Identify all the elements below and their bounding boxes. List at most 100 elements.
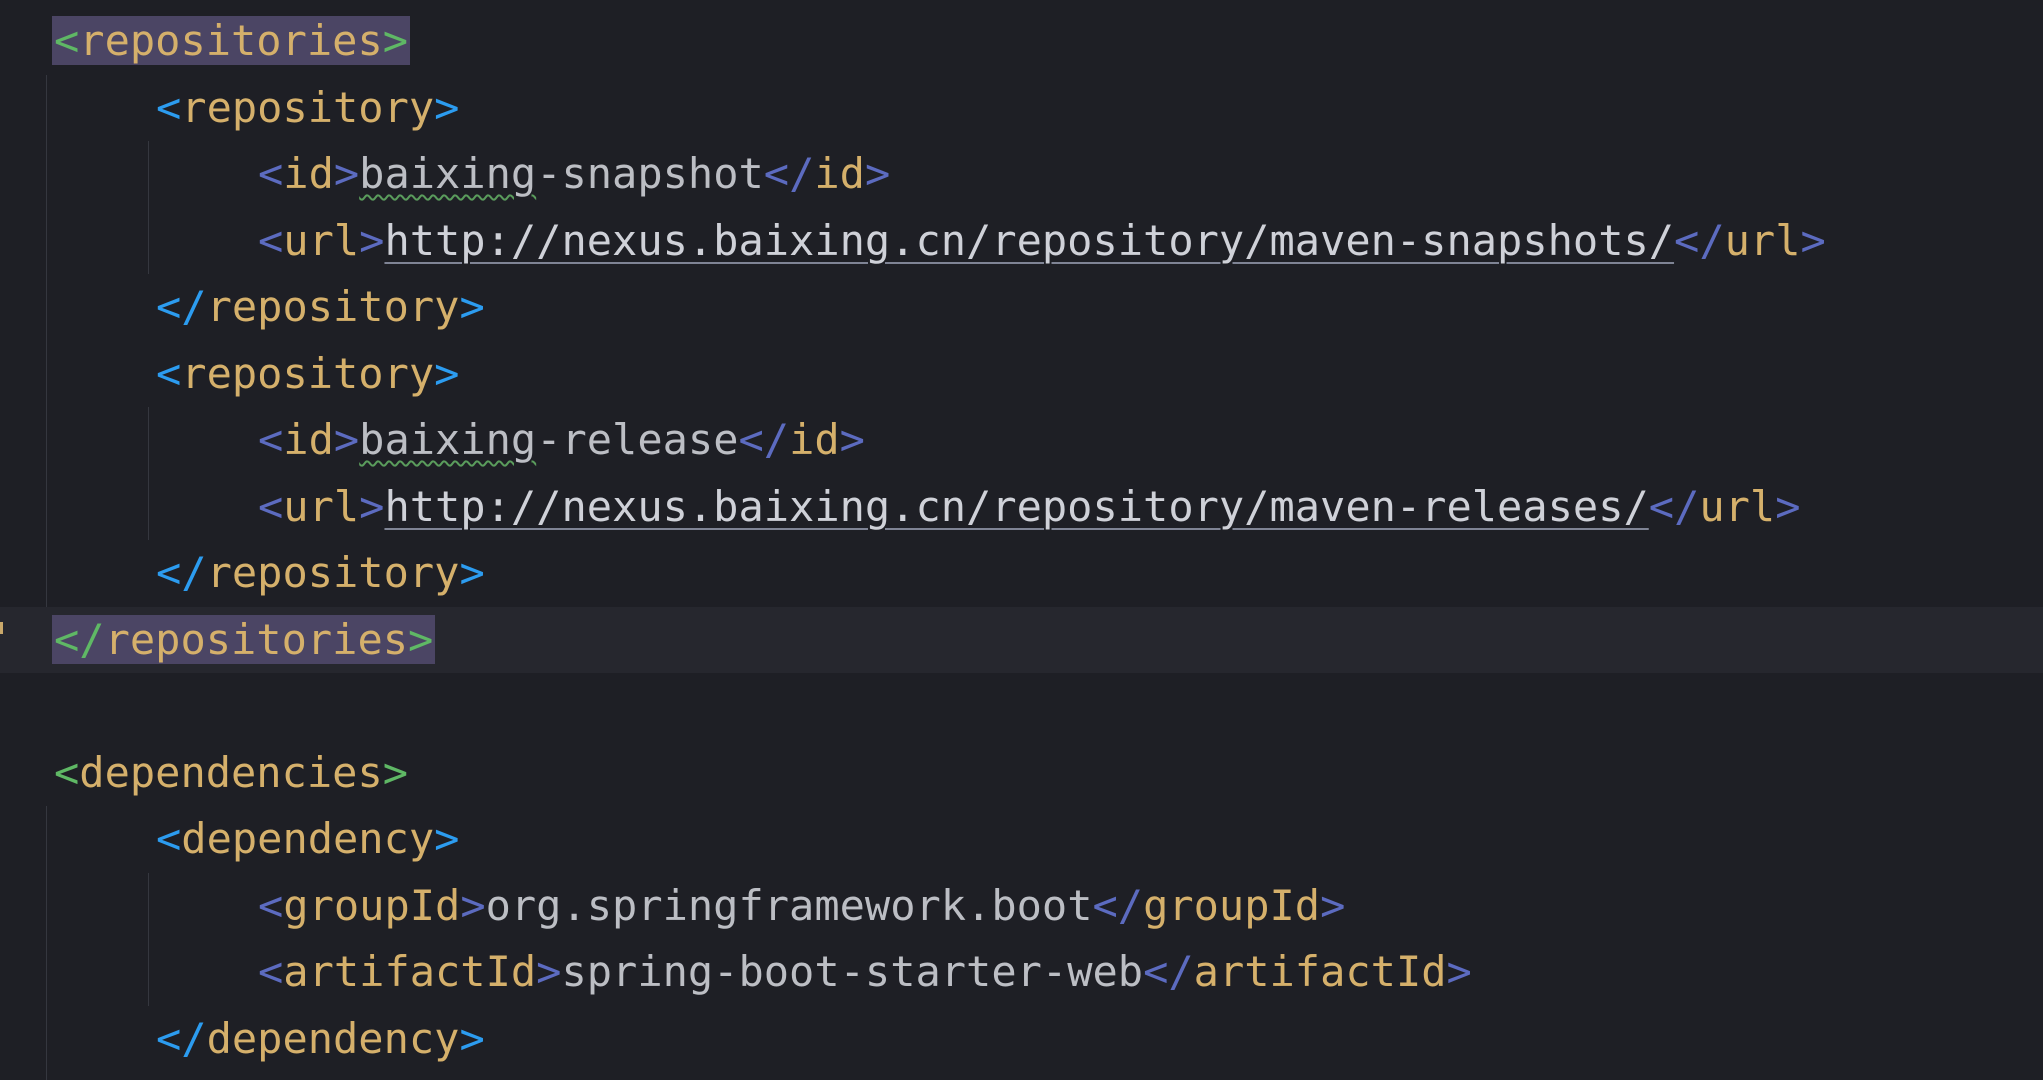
code-line[interactable]: </repository> xyxy=(0,274,2043,341)
tag-slash: / xyxy=(79,614,105,664)
code-line[interactable]: <artifactId>spring-boot-starter-web</art… xyxy=(0,939,2043,1006)
tag-bracket-open: < xyxy=(258,481,284,531)
tag-name: groupId xyxy=(283,880,461,930)
code-line[interactable]: <groupId>org.springframework.boot</group… xyxy=(0,873,2043,940)
code-line[interactable] xyxy=(0,673,2043,740)
tag-bracket-close: > xyxy=(459,548,485,597)
closing-tag: </url> xyxy=(1674,216,1826,265)
tag-bracket-close: > xyxy=(434,348,460,398)
code-line[interactable]: <url>http://nexus.baixing.cn/repository/… xyxy=(0,208,2043,275)
code-line[interactable]: <dependencies> xyxy=(0,740,2043,807)
code-line-content: <url>http://nexus.baixing.cn/repository/… xyxy=(258,208,1826,275)
tag-slash: / xyxy=(1674,481,1700,531)
code-line-content: <id>baixing-release</id> xyxy=(258,407,865,474)
code-line-content: </dependency> xyxy=(156,1006,485,1073)
tag-bracket-open: < xyxy=(738,415,764,464)
tag-bracket-close: > xyxy=(382,16,409,65)
code-line[interactable]: </repositories> xyxy=(0,606,2043,673)
code-line-content: <dependency> xyxy=(156,806,459,873)
code-line[interactable]: </repository> xyxy=(0,540,2043,607)
tag-bracket-open: < xyxy=(156,82,182,132)
tag-name: id xyxy=(789,415,840,464)
code-line-content: </repository> xyxy=(156,540,485,607)
code-line-content: <groupId>org.springframework.boot</group… xyxy=(258,873,1345,940)
tag-name: dependency xyxy=(206,1013,460,1063)
gutter-change-marker xyxy=(0,622,3,634)
tag-slash: / xyxy=(1168,947,1194,996)
tag-bracket-close: > xyxy=(434,814,460,863)
opening-tag: <url> xyxy=(258,482,384,531)
tag-bracket-close: > xyxy=(536,947,562,996)
indent-guide xyxy=(148,141,149,274)
tag-bracket-close: > xyxy=(1446,947,1472,996)
tag-slash: / xyxy=(181,282,207,331)
code-line[interactable]: <dependency> xyxy=(0,806,2043,873)
tag-name: url xyxy=(283,215,360,265)
closing-tag: </id> xyxy=(738,415,864,464)
spellcheck-word: baixing xyxy=(359,149,537,198)
tag-bracket-open: < xyxy=(1092,880,1118,930)
tag-bracket-close: > xyxy=(382,747,409,797)
tag-bracket-close: > xyxy=(839,415,865,464)
closing-tag: </repository> xyxy=(156,548,485,597)
tag-name: repository xyxy=(206,548,460,597)
tag-bracket-open: < xyxy=(156,548,182,597)
code-line[interactable]: <id>baixing-snapshot</id> xyxy=(0,141,2043,208)
tag-bracket-close: > xyxy=(333,149,360,198)
opening-tag: <dependency> xyxy=(156,814,459,863)
opening-tag: <groupId> xyxy=(258,881,486,930)
code-line[interactable]: <repository> xyxy=(0,75,2043,142)
element-value: -snapshot xyxy=(536,149,764,198)
code-line[interactable]: <repository> xyxy=(0,341,2043,408)
closing-tag: </artifactId> xyxy=(1143,947,1472,996)
tag-name: id xyxy=(814,149,865,198)
spellcheck-word: baixing xyxy=(359,415,537,464)
tag-slash: / xyxy=(181,1013,207,1063)
tag-name: dependency xyxy=(181,814,435,863)
code-line-content: <repositories> xyxy=(52,8,411,75)
tag-bracket-open: < xyxy=(54,747,80,797)
code-line[interactable]: <id>baixing-release</id> xyxy=(0,407,2043,474)
tag-bracket-close: > xyxy=(434,82,460,132)
closing-tag: </dependency> xyxy=(156,1014,485,1063)
closing-tag: </id> xyxy=(764,149,890,198)
tag-bracket-close: > xyxy=(1320,880,1346,930)
tag-name: url xyxy=(283,481,360,531)
closing-tag: </repositories> xyxy=(52,614,436,664)
tag-bracket-open: < xyxy=(258,149,284,198)
opening-tag: <artifactId> xyxy=(258,947,561,996)
code-line[interactable]: <repositories> xyxy=(0,8,2043,75)
tag-name: repository xyxy=(181,348,435,398)
tag-bracket-open: < xyxy=(763,149,790,198)
tag-name: repositories xyxy=(104,614,409,664)
indent-guide xyxy=(46,806,47,1080)
tag-bracket-open: < xyxy=(156,282,182,331)
code-line-content: <url>http://nexus.baixing.cn/repository/… xyxy=(258,474,1801,541)
code-line[interactable]: <url>http://nexus.baixing.cn/repository/… xyxy=(0,474,2043,541)
opening-tag: <repository> xyxy=(156,83,459,132)
code-line-content: <repository> xyxy=(156,341,459,408)
code-line-content: <repository> xyxy=(156,75,459,142)
tag-name: groupId xyxy=(1143,880,1321,930)
code-line[interactable]: </dependency> xyxy=(0,1006,2043,1073)
code-line-content: <dependencies> xyxy=(54,740,408,807)
element-value: -release xyxy=(536,415,739,464)
tag-name: id xyxy=(283,415,334,464)
tag-name: id xyxy=(283,149,334,198)
code-line-content: </repository> xyxy=(156,274,485,341)
opening-tag: <repositories> xyxy=(52,16,411,65)
url-link[interactable]: http://nexus.baixing.cn/repository/maven… xyxy=(384,481,1649,531)
tag-name: artifactId xyxy=(1193,947,1447,996)
tag-bracket-close: > xyxy=(460,880,486,930)
tag-bracket-open: < xyxy=(1674,215,1700,265)
tag-slash: / xyxy=(789,149,815,198)
tag-bracket-open: < xyxy=(258,215,284,265)
url-link[interactable]: http://nexus.baixing.cn/repository/maven… xyxy=(384,215,1675,265)
indent-guide xyxy=(46,74,47,607)
code-line-content: <id>baixing-snapshot</id> xyxy=(258,141,890,208)
opening-tag: <url> xyxy=(258,216,384,265)
tag-name: url xyxy=(1724,215,1801,265)
tag-bracket-open: < xyxy=(1143,947,1169,996)
tag-bracket-close: > xyxy=(459,1013,485,1063)
